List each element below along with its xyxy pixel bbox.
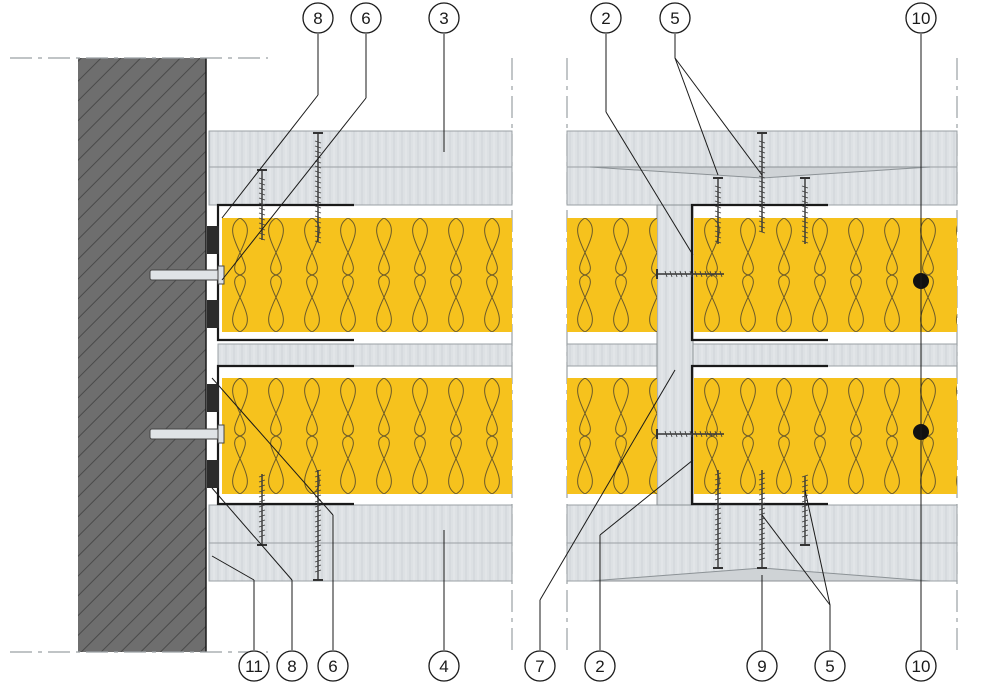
callout-10-bottom: 10 [905,650,937,682]
callout-label: 3 [439,9,448,28]
profile-right-lower [690,364,828,506]
callout-label: 8 [313,9,322,28]
callout-10-top: 10 [905,2,937,34]
callout-label: 4 [439,657,448,676]
callout-label: 10 [912,9,931,28]
board-layer-bottom-left [208,504,513,582]
callout-label: 2 [595,657,604,676]
mineral-wool-left-upper [222,218,512,332]
board-layer-top-left [208,130,513,206]
callout-label: 6 [328,657,337,676]
anchor-dowel-lower [149,424,225,444]
mineral-wool-right-b [567,378,657,494]
masonry-wall [78,58,207,652]
mineral-wool-right-a [567,218,657,332]
mineral-wool-right-c [694,218,957,332]
callout-label: 10 [912,657,931,676]
mineral-wool-right-d [694,378,957,494]
callout-label: 8 [287,657,296,676]
callout-2-top: 2 [590,2,622,34]
callout-7-bottom: 7 [524,650,556,682]
callout-label: 7 [535,657,544,676]
leader-lines [211,34,922,666]
callout-label: 2 [601,9,610,28]
callout-8-bottom: 8 [276,650,308,682]
callout-2-bottom: 2 [584,650,616,682]
callout-label: 6 [361,9,370,28]
middle-sheet-left [217,343,513,367]
callout-label: 5 [825,657,834,676]
callout-5-top: 5 [659,2,691,34]
callout-label: 5 [670,9,679,28]
callout-label: 9 [757,657,766,676]
mineral-wool-left-lower [222,378,512,494]
callout-3-top: 3 [428,2,460,34]
acoustic-pads [207,226,219,488]
callout-8-top: 8 [302,2,334,34]
callout-11-bottom: 11 [238,650,270,682]
callout-5-bottom: 5 [814,650,846,682]
anchor-dowel-upper [149,265,225,285]
callout-6-bottom: 6 [317,650,349,682]
callout-label: 11 [245,657,263,676]
profile-right-upper [690,203,828,342]
callout-4-bottom: 4 [428,650,460,682]
callout-9-bottom: 9 [746,650,778,682]
callout-6-top: 6 [350,2,382,34]
vertical-stud [656,204,694,506]
middle-sheet-right [566,343,958,367]
